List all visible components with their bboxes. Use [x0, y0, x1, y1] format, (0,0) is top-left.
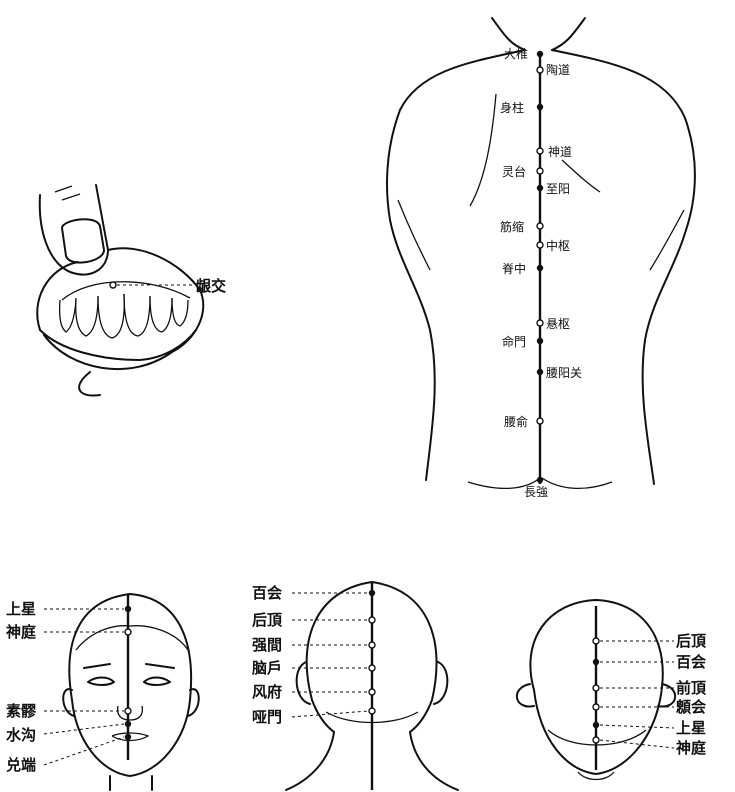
point-marker-houding	[369, 617, 375, 623]
neck-right	[552, 18, 585, 50]
point-label-yaoyangguan: 腰阳关	[546, 366, 582, 380]
neck-left	[492, 18, 525, 50]
face-figure: 上星 神庭 素髎 水沟 兑端	[6, 594, 199, 790]
mouth-figure: 龈交	[37, 185, 226, 396]
point-label-mingmen: 命門	[502, 334, 526, 349]
neck-left	[286, 732, 334, 790]
point-marker-shenting	[593, 737, 599, 743]
leader-yamen	[292, 711, 368, 717]
point-label-yaoshu: 腰俞	[504, 414, 528, 429]
point-label-xuanshu: 悬枢	[546, 316, 570, 331]
back-figure: 大椎 陶道 身柱 神道 灵台 至阳 筋缩 中枢 脊中 悬枢 命門 腰阳关 腰俞 …	[387, 18, 695, 499]
buttock-right	[542, 478, 612, 488]
gum-line	[62, 282, 190, 300]
point-label-jinsuo: 筋缩	[500, 219, 524, 234]
point-marker-jizhong	[537, 265, 543, 271]
point-marker-zhiyang	[537, 185, 543, 191]
point-marker-yinjiao	[110, 282, 116, 288]
hairline	[76, 626, 188, 650]
eye-right	[144, 678, 170, 686]
point-marker-houding	[593, 638, 599, 644]
neck-right	[410, 732, 458, 790]
finger-creases	[55, 186, 80, 200]
point-marker-yamen	[369, 708, 375, 714]
point-marker-shenzhu	[537, 104, 543, 110]
ear-left	[517, 684, 534, 706]
point-marker-xinhui	[593, 704, 599, 710]
point-marker-dazhui	[537, 51, 543, 57]
point-label-zhiyang: 至阳	[546, 182, 570, 196]
point-marker-xuanshu	[537, 320, 543, 326]
point-label-dazhui: 大椎	[504, 46, 528, 61]
upper-lip	[108, 248, 203, 352]
top-head-figure: 后頂 百会 前頂 顖会 上星 神庭	[517, 600, 707, 780]
point-marker-zhongshu	[537, 242, 543, 248]
point-label-jizhong: 脊中	[502, 261, 526, 276]
point-marker-yaoyangguan	[537, 369, 543, 375]
point-label-shuigou: 水沟	[6, 726, 36, 744]
chin-line	[79, 372, 100, 396]
point-label-shenting: 神庭	[676, 739, 707, 757]
point-marker-fengfu	[369, 689, 375, 695]
leader-shangxing	[600, 725, 674, 728]
point-marker-shuigou	[125, 721, 131, 727]
torso-right-outline	[552, 50, 695, 484]
point-label-duiduan: 兑端	[6, 756, 36, 774]
armpit-right	[650, 210, 684, 270]
point-label-baihui: 百会	[676, 653, 706, 671]
point-marker-changqiang	[537, 477, 543, 483]
point-label-naohu: 脑戶	[252, 659, 282, 677]
point-marker-lingtai	[537, 168, 543, 174]
point-marker-mingmen	[537, 338, 543, 344]
point-label-houding: 后頂	[676, 632, 707, 650]
point-label-baihui: 百会	[252, 584, 282, 602]
point-label-yamen: 哑門	[252, 708, 282, 726]
point-marker-shenting	[125, 629, 131, 635]
point-marker-qiangjian	[369, 642, 375, 648]
point-marker-duiduan	[125, 734, 131, 740]
point-label-qianding: 前頂	[676, 679, 707, 697]
upper-teeth	[60, 294, 188, 338]
point-marker-shendao	[537, 148, 543, 154]
point-label-houding: 后頂	[252, 611, 283, 629]
point-marker-baihui	[593, 659, 599, 665]
neck	[110, 776, 152, 790]
point-marker-suliao	[125, 708, 131, 714]
point-label-suliao: 素髎	[6, 702, 37, 720]
lower-lip	[44, 335, 172, 369]
point-label-lingtai: 灵台	[502, 164, 526, 179]
back-head-figure: 百会 后頂 强間 脑戶 风府 哑門	[252, 582, 458, 790]
point-label-qiangjian: 强間	[252, 636, 282, 654]
point-label-shendao: 神道	[548, 145, 572, 159]
point-marker-qianding	[593, 685, 599, 691]
leader-shuigou	[44, 724, 124, 734]
head-outline-lower	[312, 700, 334, 732]
point-label-shangxing: 上星	[676, 719, 706, 737]
point-label-changqiang: 長強	[524, 485, 548, 499]
point-label-yinjiao: 龈交	[196, 277, 226, 295]
point-label-xinhui: 顖会	[676, 698, 706, 716]
fingernail	[62, 219, 104, 262]
point-label-zhongshu: 中枢	[546, 238, 570, 253]
point-marker-naohu	[369, 665, 375, 671]
scapula-left	[470, 94, 496, 206]
point-marker-shangxing	[593, 722, 599, 728]
point-marker-jinsuo	[537, 223, 543, 229]
face-outline	[69, 594, 191, 776]
point-marker-yaoshu	[537, 418, 543, 424]
point-label-taodao: 陶道	[546, 62, 570, 77]
eye-left	[88, 678, 114, 686]
point-label-shenzhu: 身柱	[500, 100, 524, 115]
point-label-shenting: 神庭	[6, 623, 37, 641]
point-label-fengfu: 风府	[252, 683, 282, 701]
point-label-shangxing: 上星	[6, 600, 36, 618]
point-marker-shangxing	[125, 606, 131, 612]
point-marker-baihui	[369, 590, 375, 596]
point-marker-taodao	[537, 67, 543, 73]
